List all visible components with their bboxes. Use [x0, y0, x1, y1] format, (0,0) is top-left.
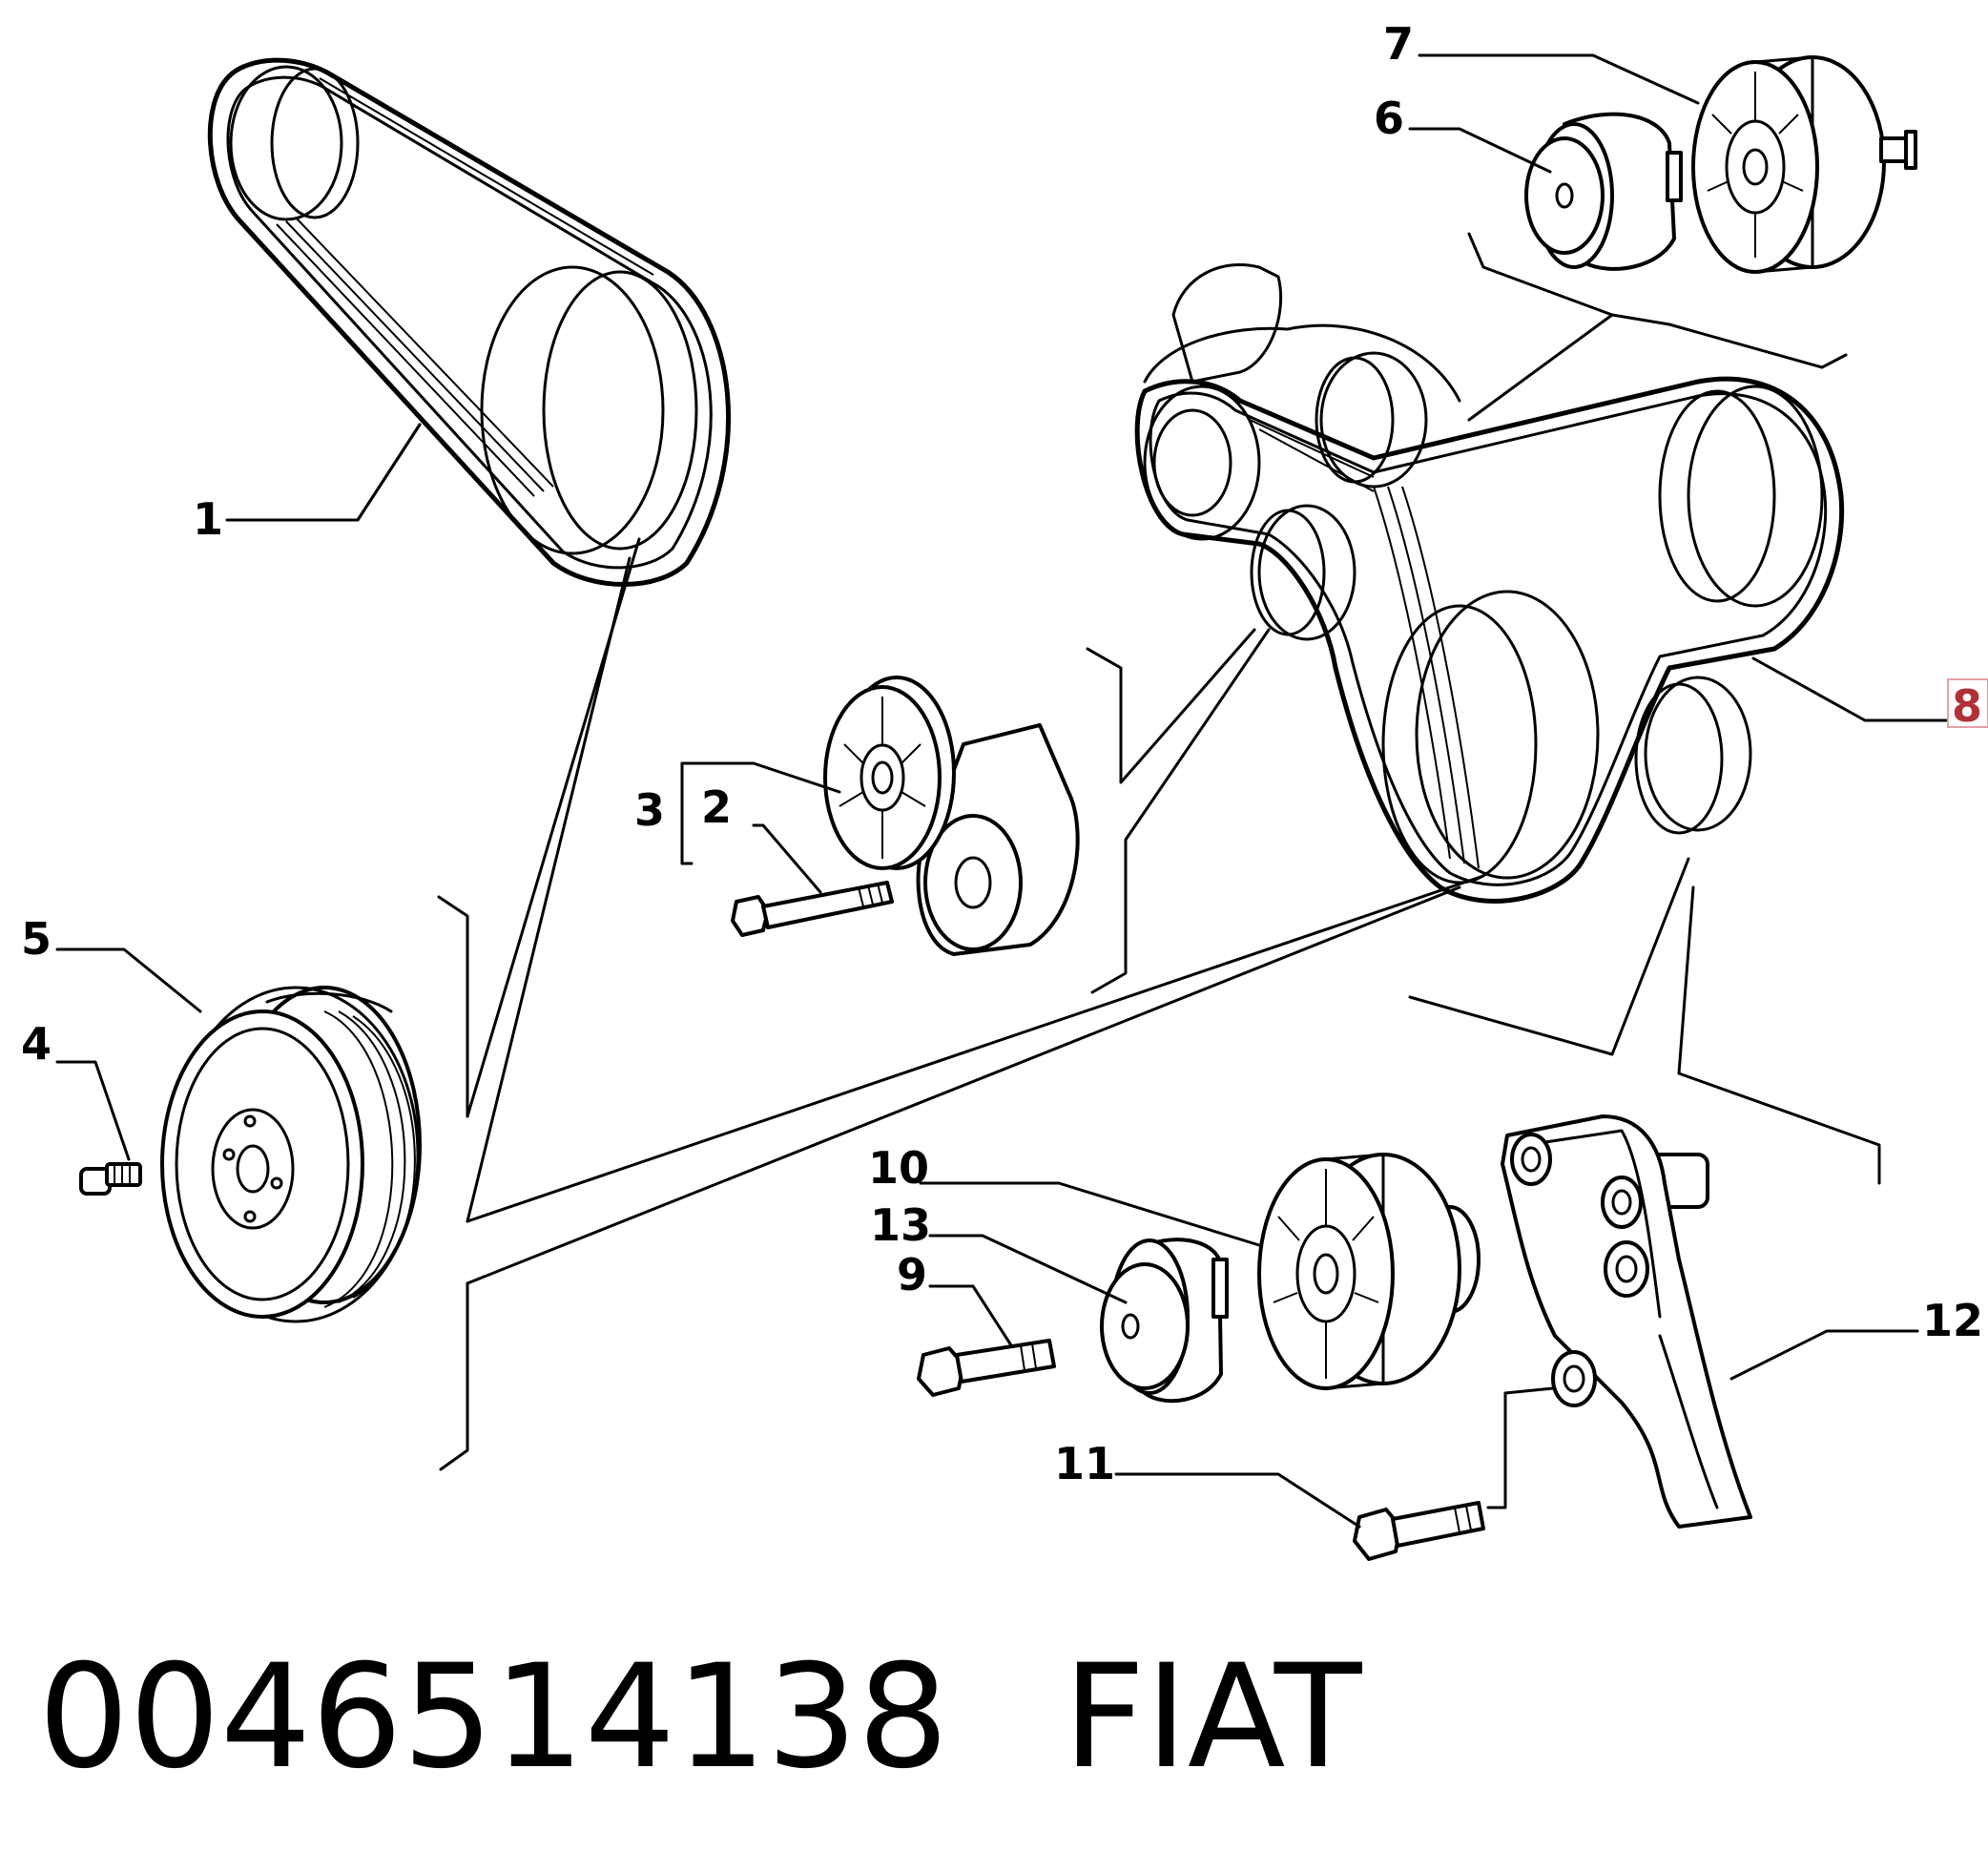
part-12-bracket — [1501, 1114, 1752, 1529]
brand-name: FIAT — [1063, 1634, 1362, 1800]
part-6-pulley-cover — [1524, 112, 1683, 271]
part-8-main-belt-assembly — [1134, 262, 1845, 904]
explode-lines-left — [227, 423, 1485, 1471]
part-number: 0046514138 — [38, 1634, 949, 1800]
callout-10: 10 — [868, 1142, 929, 1194]
part-caption: 0046514138 FIAT — [38, 1641, 1361, 1794]
callout-1: 1 — [193, 493, 223, 545]
part-4-bolt — [79, 1162, 142, 1196]
callout-8-highlight-box — [1947, 678, 1988, 728]
callout-2: 2 — [701, 781, 732, 833]
callout-leaders — [55, 53, 1948, 1529]
part-9-bolt — [917, 1339, 1056, 1397]
callout-labels: 1 2 3 4 5 6 7 8 9 10 11 12 13 — [21, 18, 1988, 1489]
callout-8: 8 — [1952, 680, 1982, 732]
callout-5: 5 — [21, 913, 52, 965]
callout-9: 9 — [897, 1249, 927, 1301]
part-5-crank-pulley — [160, 986, 422, 1323]
callout-4: 4 — [21, 1018, 52, 1070]
part-3-tensioner — [823, 676, 1080, 956]
callout-11: 11 — [1054, 1438, 1115, 1489]
callout-12: 12 — [1922, 1295, 1983, 1346]
part-1-belt — [207, 57, 731, 587]
part-2-bolt — [731, 881, 894, 937]
part-10-idler-pulley — [1257, 1153, 1481, 1390]
belt-drive-exploded-diagram: 1 2 3 4 5 6 7 8 9 10 11 12 13 — [21, 18, 1988, 1561]
callout-13: 13 — [870, 1199, 931, 1251]
callout-7: 7 — [1383, 18, 1414, 70]
part-13-pulley-cover — [1100, 1238, 1229, 1404]
explode-lines-right — [1086, 232, 1881, 1185]
callout-3: 3 — [634, 784, 665, 836]
part-11-bolt — [1353, 1501, 1485, 1561]
callout-6: 6 — [1374, 93, 1404, 144]
part-7-idler-pulley — [1691, 55, 1917, 274]
